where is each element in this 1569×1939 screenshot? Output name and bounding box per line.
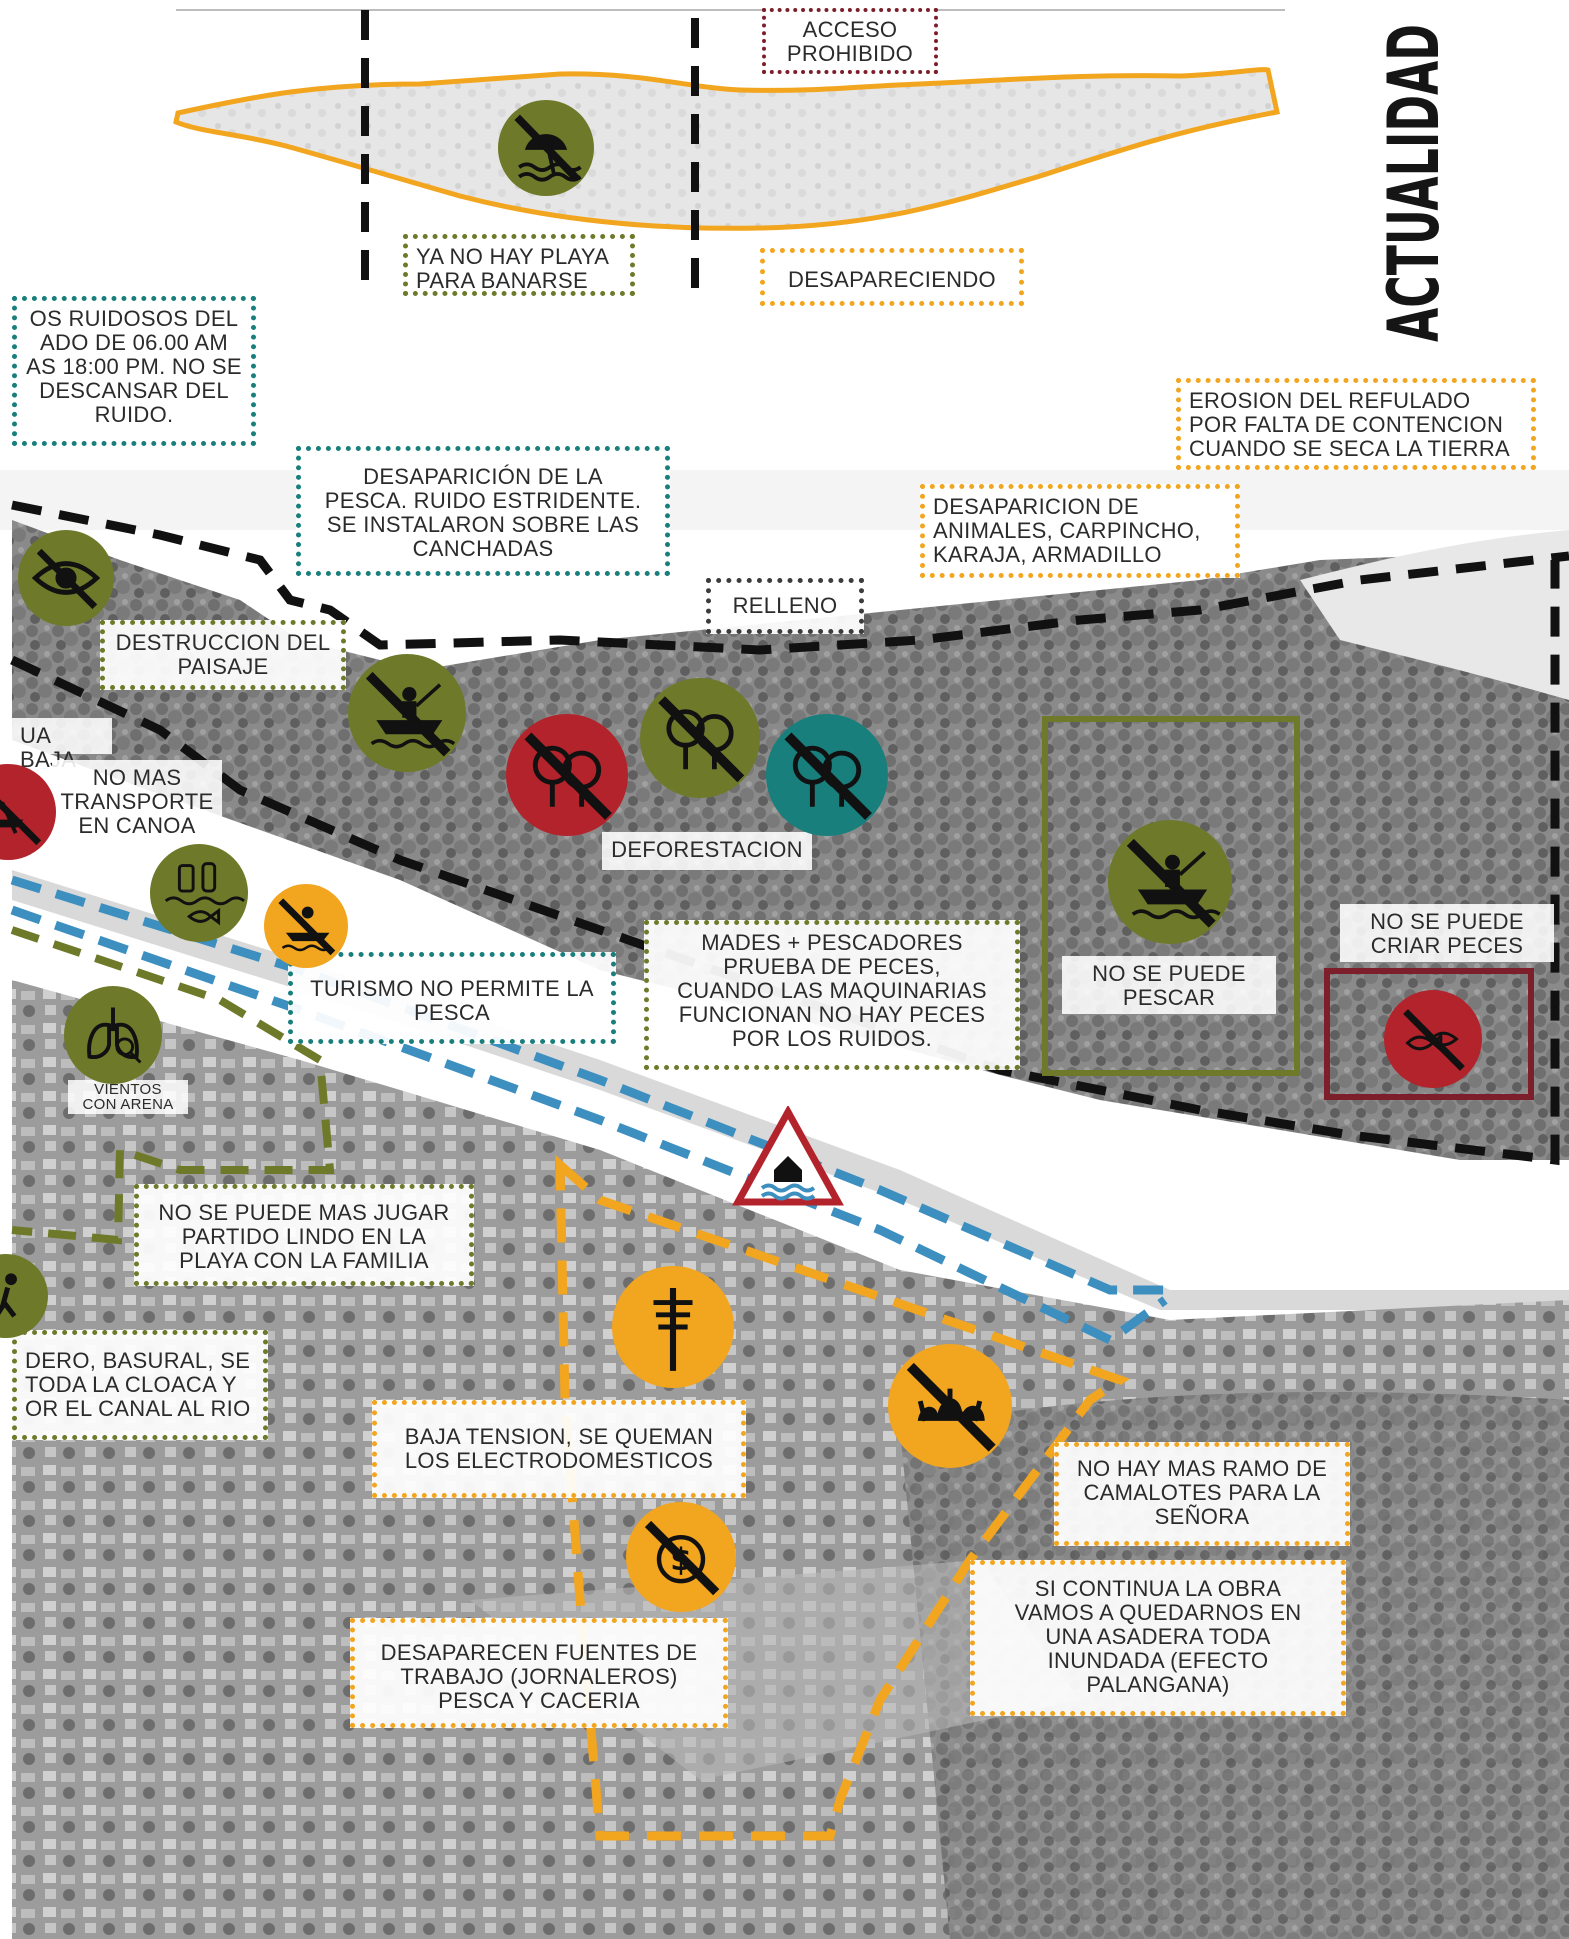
canoa-label: NO MAS TRANSPORTE EN CANOA [52, 760, 222, 840]
lungs-icon [64, 986, 162, 1084]
paisaje-label: DESTRUCCION DEL PAISAJE [100, 620, 346, 690]
trabajo-label: DESAPARECEN FUENTES DE TRABAJO (JORNALER… [350, 1618, 728, 1728]
eye-prohibited-icon [18, 530, 114, 626]
fishing-prohibited-icon [264, 884, 348, 968]
criar-peces-label: NO SE PUEDE CRIAR PECES [1340, 904, 1554, 962]
garbage-water-fish-icon [150, 844, 248, 942]
relleno-label: RELLENO [706, 578, 864, 634]
water-hyacinth-prohibited-icon [888, 1344, 1012, 1468]
beach-umbrella-prohibited-icon [498, 100, 594, 196]
basural-label: DERO, BASURAL, SE TODA LA CLOACA Y OR EL… [12, 1330, 268, 1440]
ruidosos-label: OS RUIDOSOS DEL ADO DE 06.00 AM AS 18:00… [12, 296, 256, 446]
vientos-label: VIENTOS CON ARENA [68, 1080, 188, 1114]
flood-warning-icon [732, 1106, 844, 1206]
deforestacion-label: DEFORESTACION [602, 832, 812, 870]
fishing-boat-prohibited-icon [1108, 820, 1232, 944]
no-playa-label: YA NO HAY PLAYA PARA BANARSE [403, 234, 635, 296]
acceso-prohibido-label: ACCESO PROHIBIDO [762, 8, 938, 74]
trees-prohibited-icon [766, 714, 888, 836]
trees-prohibited-icon [640, 678, 760, 798]
title: ACTUALIDAD [1373, 24, 1455, 342]
asadera-label: SI CONTINUA LA OBRA VAMOS A QUEDARNOS EN… [970, 1560, 1346, 1716]
fishing-boat-prohibited-icon [348, 654, 466, 772]
pesca-ruido-label: DESAPARICIÓN DE LA PESCA. RUIDO ESTRIDEN… [296, 446, 670, 576]
title-text: ACTUALIDAD [1373, 24, 1455, 342]
criar-peces-zone [1324, 968, 1534, 1100]
camalotes-label: NO HAY MAS RAMO DE CAMALOTES PARA LA SEÑ… [1054, 1442, 1350, 1546]
person-icon [0, 1254, 48, 1338]
mades-label: MADES + PESCADORES PRUEBA DE PECES, CUAN… [644, 920, 1020, 1070]
fish-prohibited-icon [1384, 990, 1482, 1088]
baja-tension-label: BAJA TENSION, SE QUEMAN LOS ELECTRODOMES… [372, 1400, 746, 1498]
jugar-label: NO SE PUEDE MAS JUGAR PARTIDO LINDO EN L… [134, 1184, 474, 1286]
trees-prohibited-icon [506, 714, 628, 836]
turismo-label: TURISMO NO PERMITE LA PESCA [288, 952, 616, 1044]
power-pole-icon [612, 1266, 734, 1388]
animales-label: DESAPARICION DE ANIMALES, CARPINCHO, KAR… [920, 484, 1240, 578]
money-prohibited-icon: $ [626, 1502, 736, 1612]
no-pescar-label: NO SE PUEDE PESCAR [1062, 956, 1276, 1014]
ua-baja-label: UA BAJA [12, 718, 112, 772]
desapareciendo-label: DESAPARECIENDO [760, 248, 1024, 306]
canoe-prohibited-icon [0, 764, 56, 860]
no-pescar-zone [1042, 716, 1300, 1076]
erosion-label: EROSION DEL REFULADO POR FALTA DE CONTEN… [1176, 378, 1536, 470]
